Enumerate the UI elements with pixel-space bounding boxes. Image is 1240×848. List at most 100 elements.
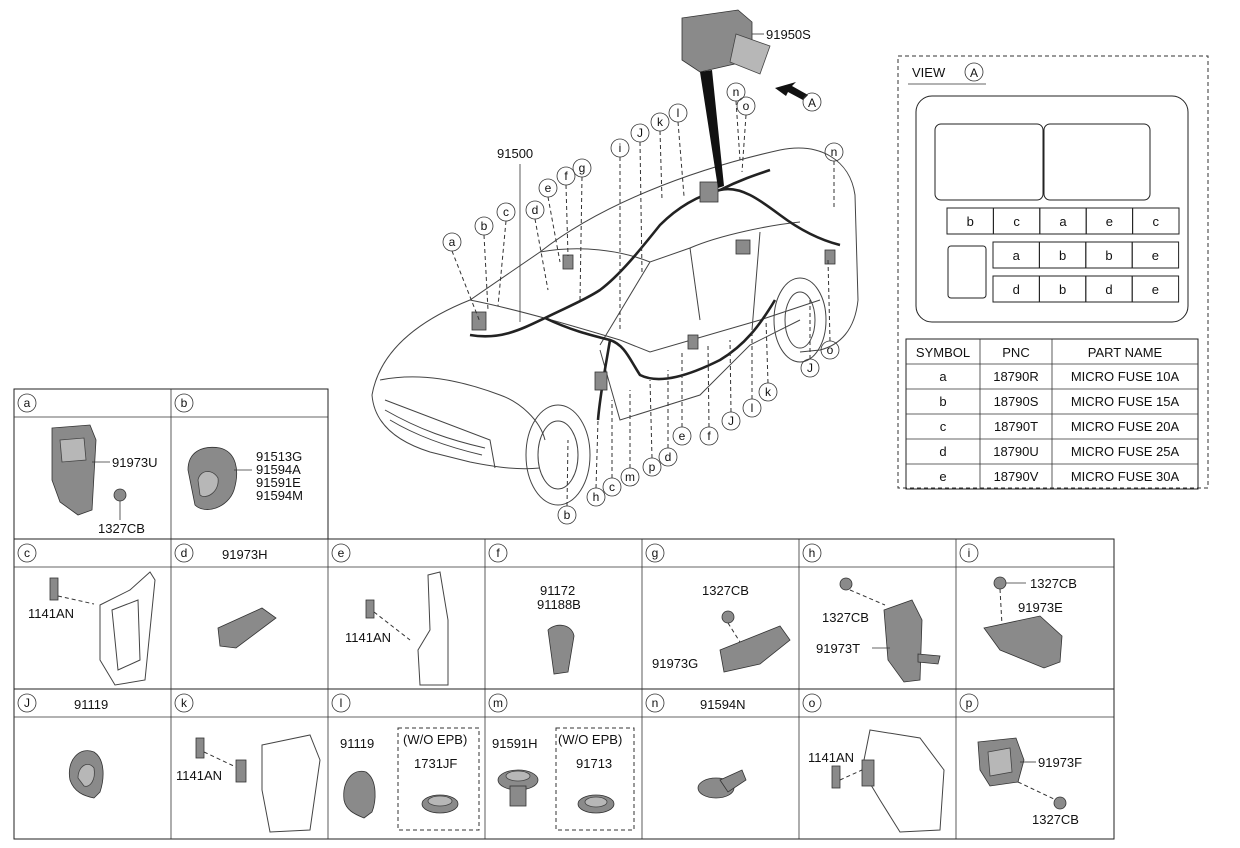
cell-d-title: 91973H <box>222 547 268 562</box>
svg-text:e: e <box>338 546 345 560</box>
svg-text:b: b <box>481 219 488 233</box>
svg-text:n: n <box>733 85 740 99</box>
view-title: VIEW <box>912 65 946 80</box>
cell-letter-c: c <box>17 543 37 563</box>
cell-letter-o: o <box>802 693 822 713</box>
svg-text:b: b <box>1059 282 1066 297</box>
svg-text:b: b <box>181 396 188 410</box>
svg-text:d: d <box>1013 282 1020 297</box>
cell-o-part-1: 1141AN <box>808 750 854 765</box>
cell-c-content: 1141AN <box>28 571 156 686</box>
callout-bottom-m: m <box>620 467 640 487</box>
table-cell: 18790V <box>994 469 1039 484</box>
table-cell: e <box>939 469 946 484</box>
svg-text:f: f <box>564 169 568 183</box>
svg-text:c: c <box>1013 214 1020 229</box>
cell-h-part-2: 91973T <box>816 641 860 656</box>
fuse-slot: c <box>992 207 1041 235</box>
callout-top-n: n <box>824 142 844 162</box>
cell-n-title: 91594N <box>700 697 746 712</box>
callout-bottom-f: f <box>699 426 719 446</box>
cell-letter-p: p <box>959 693 979 713</box>
junction-box-part: 91950S <box>681 9 811 188</box>
cell-l-content: 91119 (W/O EPB) 1731JF <box>340 727 480 831</box>
cell-letter-k: k <box>174 693 194 713</box>
fuse-slot: e <box>1131 241 1180 269</box>
table-header: PART NAME <box>1088 345 1163 360</box>
svg-text:c: c <box>24 546 30 560</box>
cell-h-part-1: 1327CB <box>822 610 869 625</box>
callout-top-l: l <box>668 103 688 123</box>
callout-top-i: i <box>610 138 630 158</box>
callout-bottom-e: e <box>672 426 692 446</box>
svg-text:n: n <box>831 145 838 159</box>
cell-l-wo-label: (W/O EPB) <box>403 732 467 747</box>
table-cell: MICRO FUSE 10A <box>1071 369 1180 384</box>
table-cell: 18790S <box>994 394 1039 409</box>
svg-text:e: e <box>679 429 686 443</box>
cell-i-content: 1327CB 91973E <box>983 576 1077 669</box>
svg-text:k: k <box>181 696 188 710</box>
cell-letter-J: J <box>17 693 37 713</box>
part-label-91500: 91500 <box>497 146 533 161</box>
svg-text:k: k <box>657 115 664 129</box>
callout-top-e: e <box>538 178 558 198</box>
svg-text:g: g <box>652 546 659 560</box>
fuse-slot: b <box>1038 241 1087 269</box>
table-cell: MICRO FUSE 30A <box>1071 469 1180 484</box>
cell-h-content: 1327CB 91973T <box>816 577 941 683</box>
svg-text:b: b <box>1105 248 1112 263</box>
cell-a-part-1: 91973U <box>112 455 158 470</box>
svg-text:d: d <box>181 546 188 560</box>
cell-p-content: 91973F 1327CB <box>977 737 1082 827</box>
fuse-slot: e <box>1085 207 1134 235</box>
svg-text:d: d <box>1105 282 1112 297</box>
svg-text:c: c <box>1153 214 1160 229</box>
cell-b-part-4: 91594M <box>256 488 303 503</box>
callout-top-d: d <box>525 200 545 220</box>
fuse-slot: b <box>1085 241 1133 269</box>
cell-a-content: 91973U 1327CB <box>51 424 158 536</box>
svg-text:b: b <box>1059 248 1066 263</box>
cell-letter-d: d <box>174 543 194 563</box>
cell-m-wo-part: 91713 <box>576 756 612 771</box>
svg-text:e: e <box>1152 248 1159 263</box>
cell-l-part-1: 91119 <box>340 736 374 751</box>
cell-b-part-2: 91594A <box>256 462 301 477</box>
cell-i-part-2: 91973E <box>1018 600 1063 615</box>
cell-b-part-1: 91513G <box>256 449 302 464</box>
callout-top-k: k <box>650 112 670 132</box>
cell-c-part-1: 1141AN <box>28 606 74 621</box>
callout-top-a: a <box>442 232 462 252</box>
callout-top-c: c <box>496 202 516 222</box>
cell-e-content: 1141AN <box>345 571 449 686</box>
svg-text:e: e <box>545 181 552 195</box>
svg-text:a: a <box>449 235 456 249</box>
cell-f-content: 91172 91188B <box>537 583 581 675</box>
cell-letter-h: h <box>802 543 822 563</box>
cell-p-part-1: 91973F <box>1038 755 1082 770</box>
svg-text:p: p <box>966 696 973 710</box>
svg-text:c: c <box>503 205 509 219</box>
svg-text:k: k <box>765 385 772 399</box>
cell-d-content: 91973H <box>217 547 277 649</box>
svg-text:d: d <box>532 203 539 217</box>
svg-text:J: J <box>24 696 30 710</box>
cell-b-content: 91513G 91594A 91591E 91594M <box>187 446 303 510</box>
svg-text:a: a <box>1059 214 1067 229</box>
svg-text:g: g <box>579 161 586 175</box>
callout-bottom-h: h <box>586 487 606 507</box>
fuse-slot: b <box>1038 275 1087 303</box>
cell-letter-a: a <box>17 393 37 413</box>
callout-top-n: n <box>726 82 746 102</box>
svg-text:l: l <box>751 401 754 415</box>
cell-letter-b: b <box>174 393 194 413</box>
svg-text:m: m <box>493 696 503 710</box>
callout-bottom-b: b <box>557 505 577 525</box>
callout-bottom-c: c <box>602 477 622 497</box>
svg-text:p: p <box>649 460 656 474</box>
table-cell: a <box>939 369 947 384</box>
